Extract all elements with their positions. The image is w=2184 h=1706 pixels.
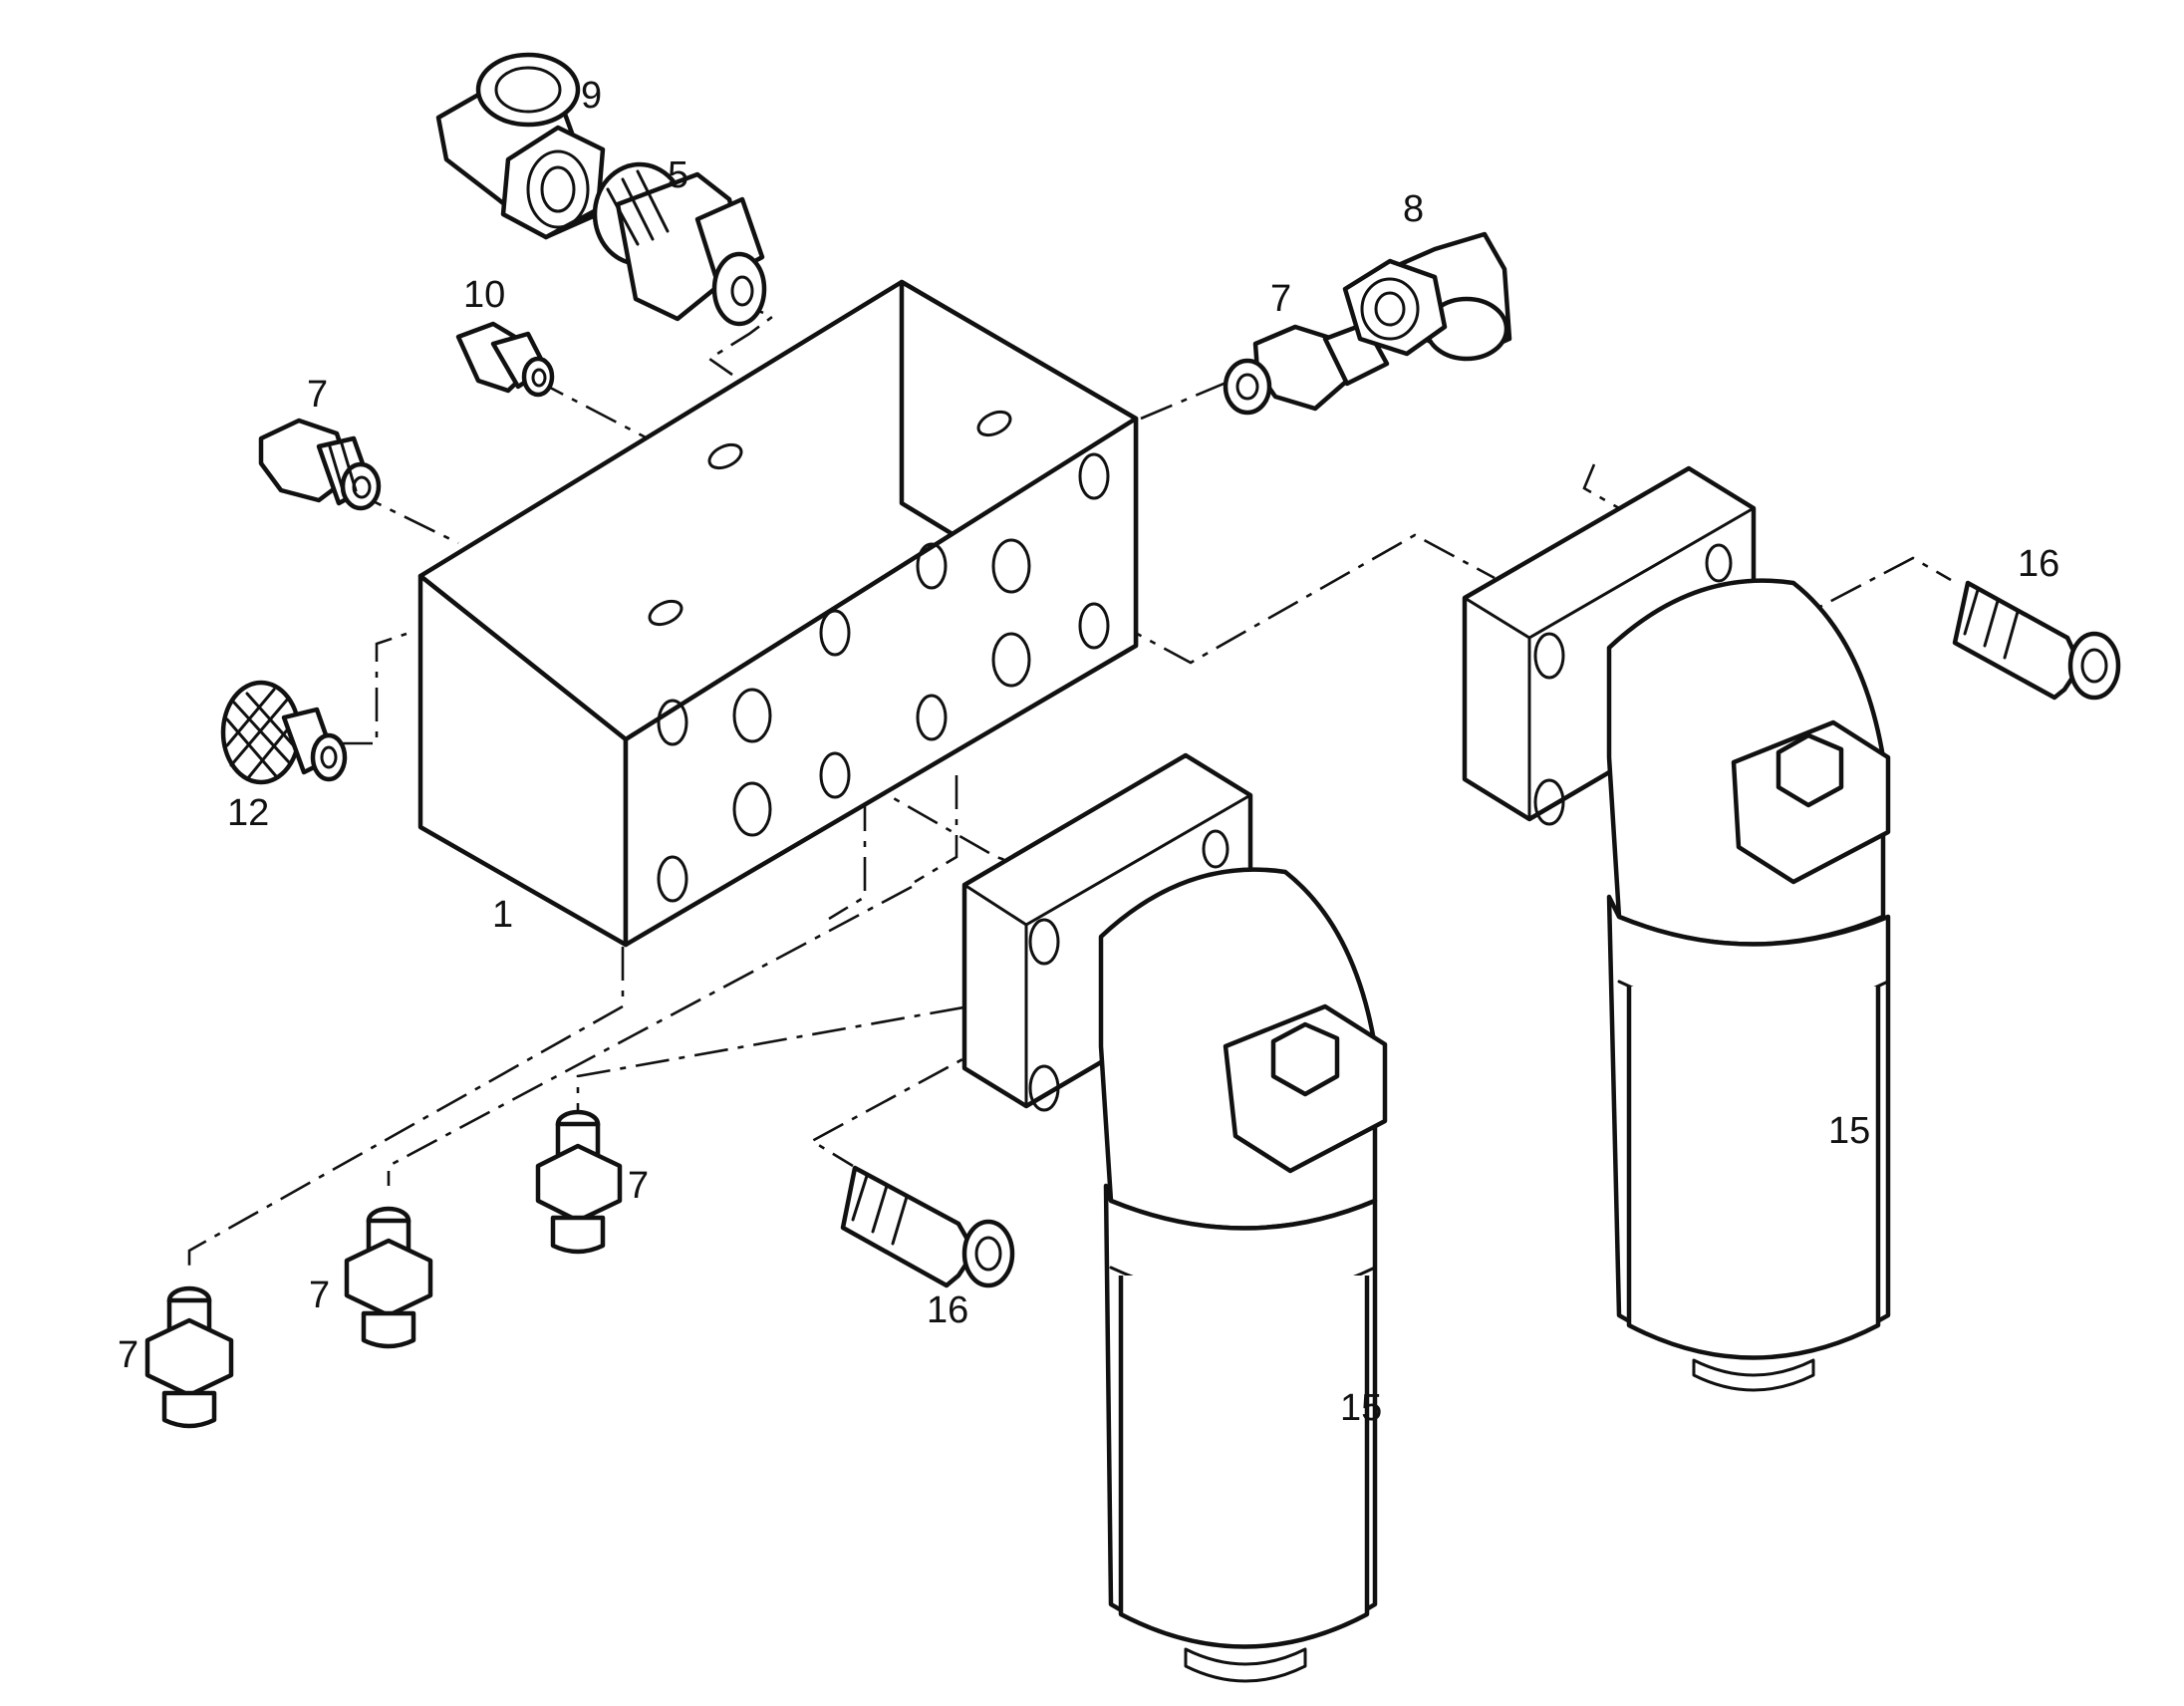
filter-15-right <box>1462 465 1891 1392</box>
elbow-fitting-8 <box>1342 231 1512 362</box>
swivel-elbow-fitting-9 <box>435 52 606 240</box>
callout-5: 5 <box>668 154 688 196</box>
callout-7-top-right: 7 <box>1270 278 1291 320</box>
callout-7-left-upper: 7 <box>307 374 328 416</box>
callout-7-center-bottom: 7 <box>628 1165 649 1207</box>
callouts: 9 5 8 10 7 7 16 12 1 15 7 16 7 7 15 <box>118 75 2059 1429</box>
callout-8: 8 <box>1403 188 1424 230</box>
callout-16-center: 16 <box>927 1289 968 1331</box>
callout-15-center: 15 <box>1340 1387 1382 1429</box>
strainer-12 <box>220 680 348 785</box>
callout-16-right: 16 <box>2018 543 2059 585</box>
fitting-7-upper-left <box>258 418 382 511</box>
fitting-7-far-left <box>144 1285 234 1429</box>
manifold-ports <box>648 410 1110 903</box>
fitting-7-center-bottom <box>535 1109 623 1255</box>
callout-1: 1 <box>492 894 513 936</box>
callout-9: 9 <box>581 75 602 117</box>
cap-screw-16-right <box>1952 580 2121 701</box>
small-fitting-10 <box>455 321 555 398</box>
callout-7-far-left: 7 <box>118 1334 138 1376</box>
callout-10: 10 <box>463 274 505 316</box>
fitting-7-top-right <box>1223 321 1390 416</box>
callout-15-right: 15 <box>1828 1110 1870 1152</box>
callout-7-mid-bottom: 7 <box>309 1275 330 1316</box>
manifold-block <box>417 279 1139 948</box>
filter-15-center <box>961 752 1388 1683</box>
callout-12: 12 <box>227 792 269 834</box>
fitting-7-mid-bottom <box>344 1206 433 1349</box>
cap-screw-16-center <box>840 1165 1015 1288</box>
straight-adapter-5 <box>592 161 767 327</box>
